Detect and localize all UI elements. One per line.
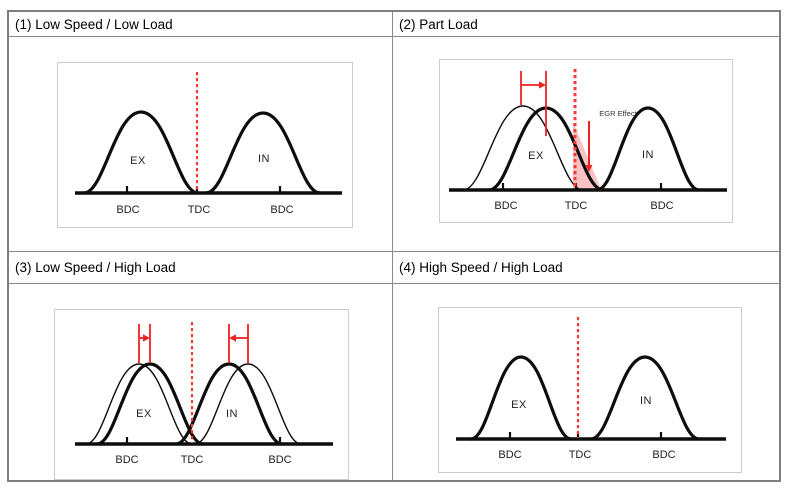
tdc-label: TDC — [188, 204, 211, 216]
bdc-left-label: BDC — [116, 204, 139, 216]
valve-timing-table: (1) Low Speed / Low Load (2) Part Load B… — [7, 10, 781, 482]
panel-1-diagram: BDC TDC BDC EX IN — [57, 62, 353, 228]
panel-2-title: (2) Part Load — [399, 16, 478, 32]
panel-1-plot: BDC TDC BDC EX IN — [75, 72, 342, 216]
panel-4-plot: BDC TDC BDC EX IN — [456, 317, 726, 461]
shift-arrowhead-right — [539, 81, 546, 89]
intake-cam-curve — [595, 106, 701, 192]
panel-3-title: (3) Low Speed / High Load — [15, 260, 176, 275]
intake-cam-curve — [204, 111, 322, 195]
egr-arrowhead-down — [585, 165, 593, 172]
exhaust-cam-curve-shifted — [95, 362, 205, 446]
exhaust-cam-curve — [469, 355, 573, 441]
panel-1-title: (1) Low Speed / Low Load — [15, 16, 173, 32]
intake-label: IN — [640, 395, 652, 407]
exhaust-cam-curve-original — [462, 105, 584, 191]
panel-3-plot: BDC TDC BDC EX IN — [75, 322, 333, 466]
panel-3-header: (3) Low Speed / High Load — [9, 252, 393, 284]
exhaust-label: EX — [528, 150, 544, 162]
exhaust-label: EX — [136, 408, 152, 420]
bdc-left-label: BDC — [115, 454, 138, 466]
panel-4-title: (4) High Speed / High Load — [399, 260, 563, 275]
bdc-left-label: BDC — [498, 449, 521, 461]
panel-4-diagram: BDC TDC BDC EX IN — [438, 307, 742, 473]
exhaust-label: EX — [130, 155, 146, 167]
intake-cam-curve-original — [194, 363, 302, 445]
panel-1-cell: BDC TDC BDC EX IN — [9, 37, 393, 252]
exhaust-cam-curve — [82, 110, 200, 195]
shift-arrowhead-left — [229, 334, 236, 342]
panel-1-header: (1) Low Speed / Low Load — [9, 12, 393, 37]
egr-effect-label: EGR Effect — [599, 109, 637, 118]
bdc-left-label: BDC — [494, 200, 517, 212]
panel-2-header: (2) Part Load — [393, 12, 779, 37]
exhaust-label: EX — [511, 399, 527, 411]
bdc-right-label: BDC — [270, 204, 293, 216]
shift-arrowhead-right — [143, 334, 150, 342]
intake-label: IN — [226, 408, 238, 420]
tdc-label: TDC — [565, 200, 588, 212]
tdc-label: TDC — [181, 454, 204, 466]
tdc-label: TDC — [569, 449, 592, 461]
panel-4-header: (4) High Speed / High Load — [393, 252, 779, 284]
bdc-right-label: BDC — [650, 200, 673, 212]
intake-label: IN — [258, 153, 270, 165]
panel-3-cell: BDC TDC BDC EX IN — [9, 284, 393, 480]
exhaust-cam-curve-original — [85, 363, 193, 445]
bdc-right-label: BDC — [652, 449, 675, 461]
egr-effect-region — [573, 122, 601, 189]
intake-label: IN — [642, 149, 654, 161]
intake-cam-curve — [589, 355, 701, 441]
panel-4-cell: BDC TDC BDC EX IN — [393, 284, 779, 480]
panel-3-diagram: BDC TDC BDC EX IN — [54, 309, 349, 480]
bdc-right-label: BDC — [268, 454, 291, 466]
